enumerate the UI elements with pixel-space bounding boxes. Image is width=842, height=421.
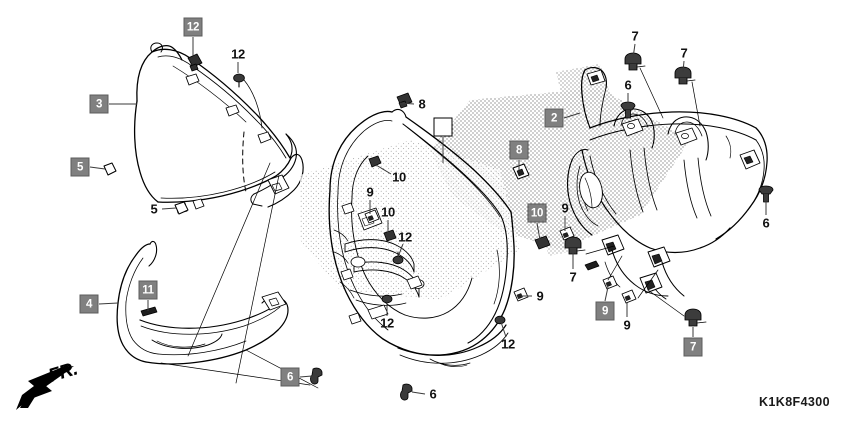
front-arrow-icon: [16, 365, 74, 410]
diagram-code-label: K1K8F4300: [758, 395, 830, 409]
part-lower-cowl: [116, 240, 289, 365]
orientation-marker: FR.: [8, 358, 100, 416]
fastener-trim-clip-right: [233, 73, 263, 129]
fastener-trim-clip-top: [187, 53, 203, 72]
fastener-grommet-left: [103, 162, 117, 176]
fastener-grommet-bottom: [174, 201, 189, 215]
part-windscreen: [133, 42, 304, 214]
fasteners-headlight-stay: [564, 52, 774, 327]
part-front-cowl: [328, 108, 515, 368]
